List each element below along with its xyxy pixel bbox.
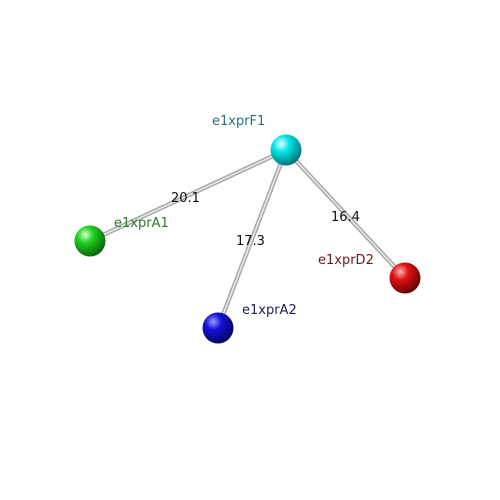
edges-layer: [87, 147, 408, 331]
edge-label-F1-A1: 20.1: [171, 191, 200, 206]
node-F1-sphere: [270, 134, 302, 166]
edge-F1-A2: [215, 147, 289, 331]
nodes-layer: [74, 134, 421, 344]
edge-label-F1-A2: 17.3: [236, 234, 265, 249]
edge-F1-D2: [283, 147, 408, 281]
edge-label-F1-D2: 16.4: [331, 210, 360, 225]
node-label-A1: e1xprA1: [114, 216, 169, 231]
node-A1-sphere: [74, 225, 106, 257]
node-label-D2: e1xprD2: [318, 253, 374, 268]
edge-F1-A1: [87, 147, 289, 244]
node-A2-sphere: [202, 312, 234, 344]
node-label-A2: e1xprA2: [242, 303, 297, 318]
node-D2-sphere: [389, 262, 421, 294]
node-label-F1: e1xprF1: [212, 114, 265, 129]
